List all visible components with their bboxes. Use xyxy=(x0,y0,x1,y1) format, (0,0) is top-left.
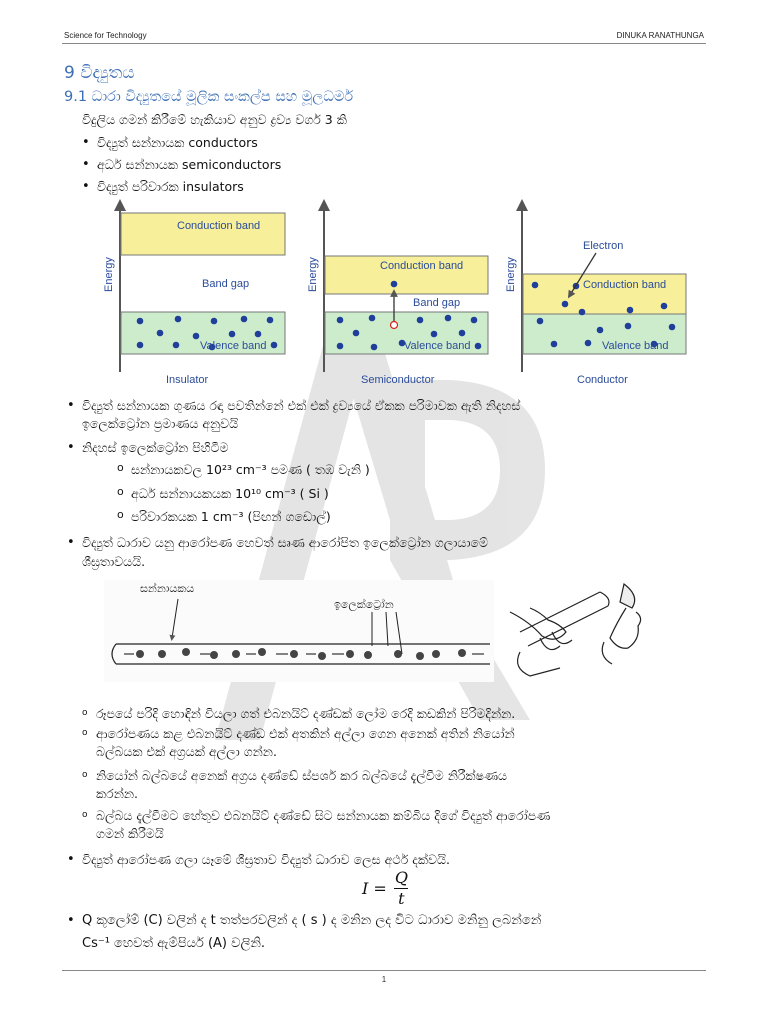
band-diagram: Energy Energy Energy Conduction band Ban… xyxy=(103,199,687,386)
wire-figure: සන්නායකය ඉලෙක්ට්‍රෝන xyxy=(104,580,642,682)
free-electrons-title: නිදහස් ඉලෙක්ට්‍රෝන පිහිටීම xyxy=(67,440,229,456)
intro-text: විදුලිය ගමන් කිරීමේ හැකියාව අනුව ද්‍රව්‍… xyxy=(82,112,347,127)
header-rule xyxy=(62,43,706,44)
formula-denominator: t xyxy=(398,889,405,908)
page-number: 1 xyxy=(381,975,387,984)
free-electron-semiconductor: අර්ධ සන්නායකයක 10¹⁰ cm⁻³ ( Si ) xyxy=(117,485,329,501)
current-definition-cont: ශීඝ්‍රතාවයයි. xyxy=(82,554,146,569)
experiment-step-3: නියෝන් බල්බයේ අනෙක් අග්‍රය දණ්ඩේ ස්පර්ශ … xyxy=(82,768,507,783)
conductivity-bullet-cont: ඉලෙක්ට්‍රෝන ප්‍රමාණය අනුවයි xyxy=(82,416,239,431)
experiment-step-3-cont: කරන්න. xyxy=(96,786,138,801)
free-electron-conductor: සන්නායකවල 10²³ cm⁻³ පමණ ( තඹ වැනි ) xyxy=(117,461,370,477)
svg-text:Conduction band: Conduction band xyxy=(380,260,463,272)
conductivity-bullet: විද්‍යුත් සන්නායක ගුණය රඳා පවතින්නේ එක් … xyxy=(67,398,520,414)
svg-text:Insulator: Insulator xyxy=(166,374,209,386)
svg-text:Conductor: Conductor xyxy=(577,374,628,386)
header-right: DINUKA RANATHUNGA xyxy=(616,31,704,40)
list-item-insulators: විද්‍යුත් පරිවාරක insulators xyxy=(82,179,244,195)
svg-text:Electron: Electron xyxy=(583,240,623,252)
experiment-step-2: ආරෝපණය කළ එබනයිට් දණ්ඩ එක් අතකින් අල්ලා … xyxy=(82,726,515,741)
subsection-heading: 9.1 ධාරා විද්‍යුතයේ මූලික සංකල්ප සහ මූලධ… xyxy=(64,89,354,105)
electron-label: ඉලෙක්ට්‍රෝන xyxy=(334,597,394,612)
svg-text:Conduction band: Conduction band xyxy=(177,220,260,232)
units-text-cont: Cs⁻¹ හෙවත් ඇම්පියර් (A) වලිනි. xyxy=(82,936,266,951)
svg-text:Band gap: Band gap xyxy=(202,278,249,290)
header-left: Science for Technology xyxy=(64,31,147,40)
svg-text:Semiconductor: Semiconductor xyxy=(361,374,435,386)
experiment-step-2-cont: බල්බයක එක් අග්‍රයක් අල්ලා ගන්න. xyxy=(96,744,277,759)
list-item-semiconductors: අර්ධ සන්නායක semiconductors xyxy=(82,157,281,173)
energy-axis-label: Energy xyxy=(103,257,115,292)
experiment-step-4: බල්බය දැල්වීමට හේතුව එබනයිට් දණ්ඩේ සිට ස… xyxy=(82,808,550,823)
formula-lhs: I = xyxy=(362,879,387,898)
energy-axis-label: Energy xyxy=(505,257,517,292)
current-definition: විද්‍යුත් ධාරාව යනු ආරෝපණ හෙවත් සෘණ ආරෝප… xyxy=(67,535,488,551)
insulator-panel xyxy=(114,199,286,372)
footer-rule xyxy=(62,970,706,971)
energy-axis-label: Energy xyxy=(307,257,319,292)
experiment-step-4-cont: ගමන් කිරීමයි xyxy=(96,826,164,841)
svg-text:Band gap: Band gap xyxy=(413,297,460,309)
semiconductor-panel xyxy=(318,199,489,372)
experiment-step-1: රූපයේ පරිදි හොඳින් වියලා ගත් එබනයිට් දණ්… xyxy=(82,706,515,721)
svg-text:Valence band: Valence band xyxy=(200,340,266,352)
conductor-panel xyxy=(516,199,687,372)
units-text: Q කූලෝම් (C) වලින් ද t තත්පරවලින් ද ( s … xyxy=(67,913,541,929)
conductor-label: සන්නායකය xyxy=(140,581,194,595)
current-expression: විද්‍යුත් ආරෝපණ ගලා යෑමේ ශීඝ්‍රතාව විද්‍… xyxy=(67,852,450,868)
svg-text:Valence band: Valence band xyxy=(602,340,668,352)
current-formula: I = Q t xyxy=(362,870,410,907)
svg-text:Valence band: Valence band xyxy=(404,340,470,352)
hand-rod-sketch xyxy=(509,582,642,677)
svg-text:Conduction band: Conduction band xyxy=(583,279,666,291)
formula-numerator: Q xyxy=(394,868,408,887)
free-electron-insulator: පරිවාරකයක 1 cm⁻³ (පිඟන් ගඩොල්) xyxy=(117,508,331,524)
section-heading: 9 විද්‍යුතය xyxy=(64,63,135,83)
list-item-conductors: විද්‍යුත් සන්නායක conductors xyxy=(82,135,258,151)
